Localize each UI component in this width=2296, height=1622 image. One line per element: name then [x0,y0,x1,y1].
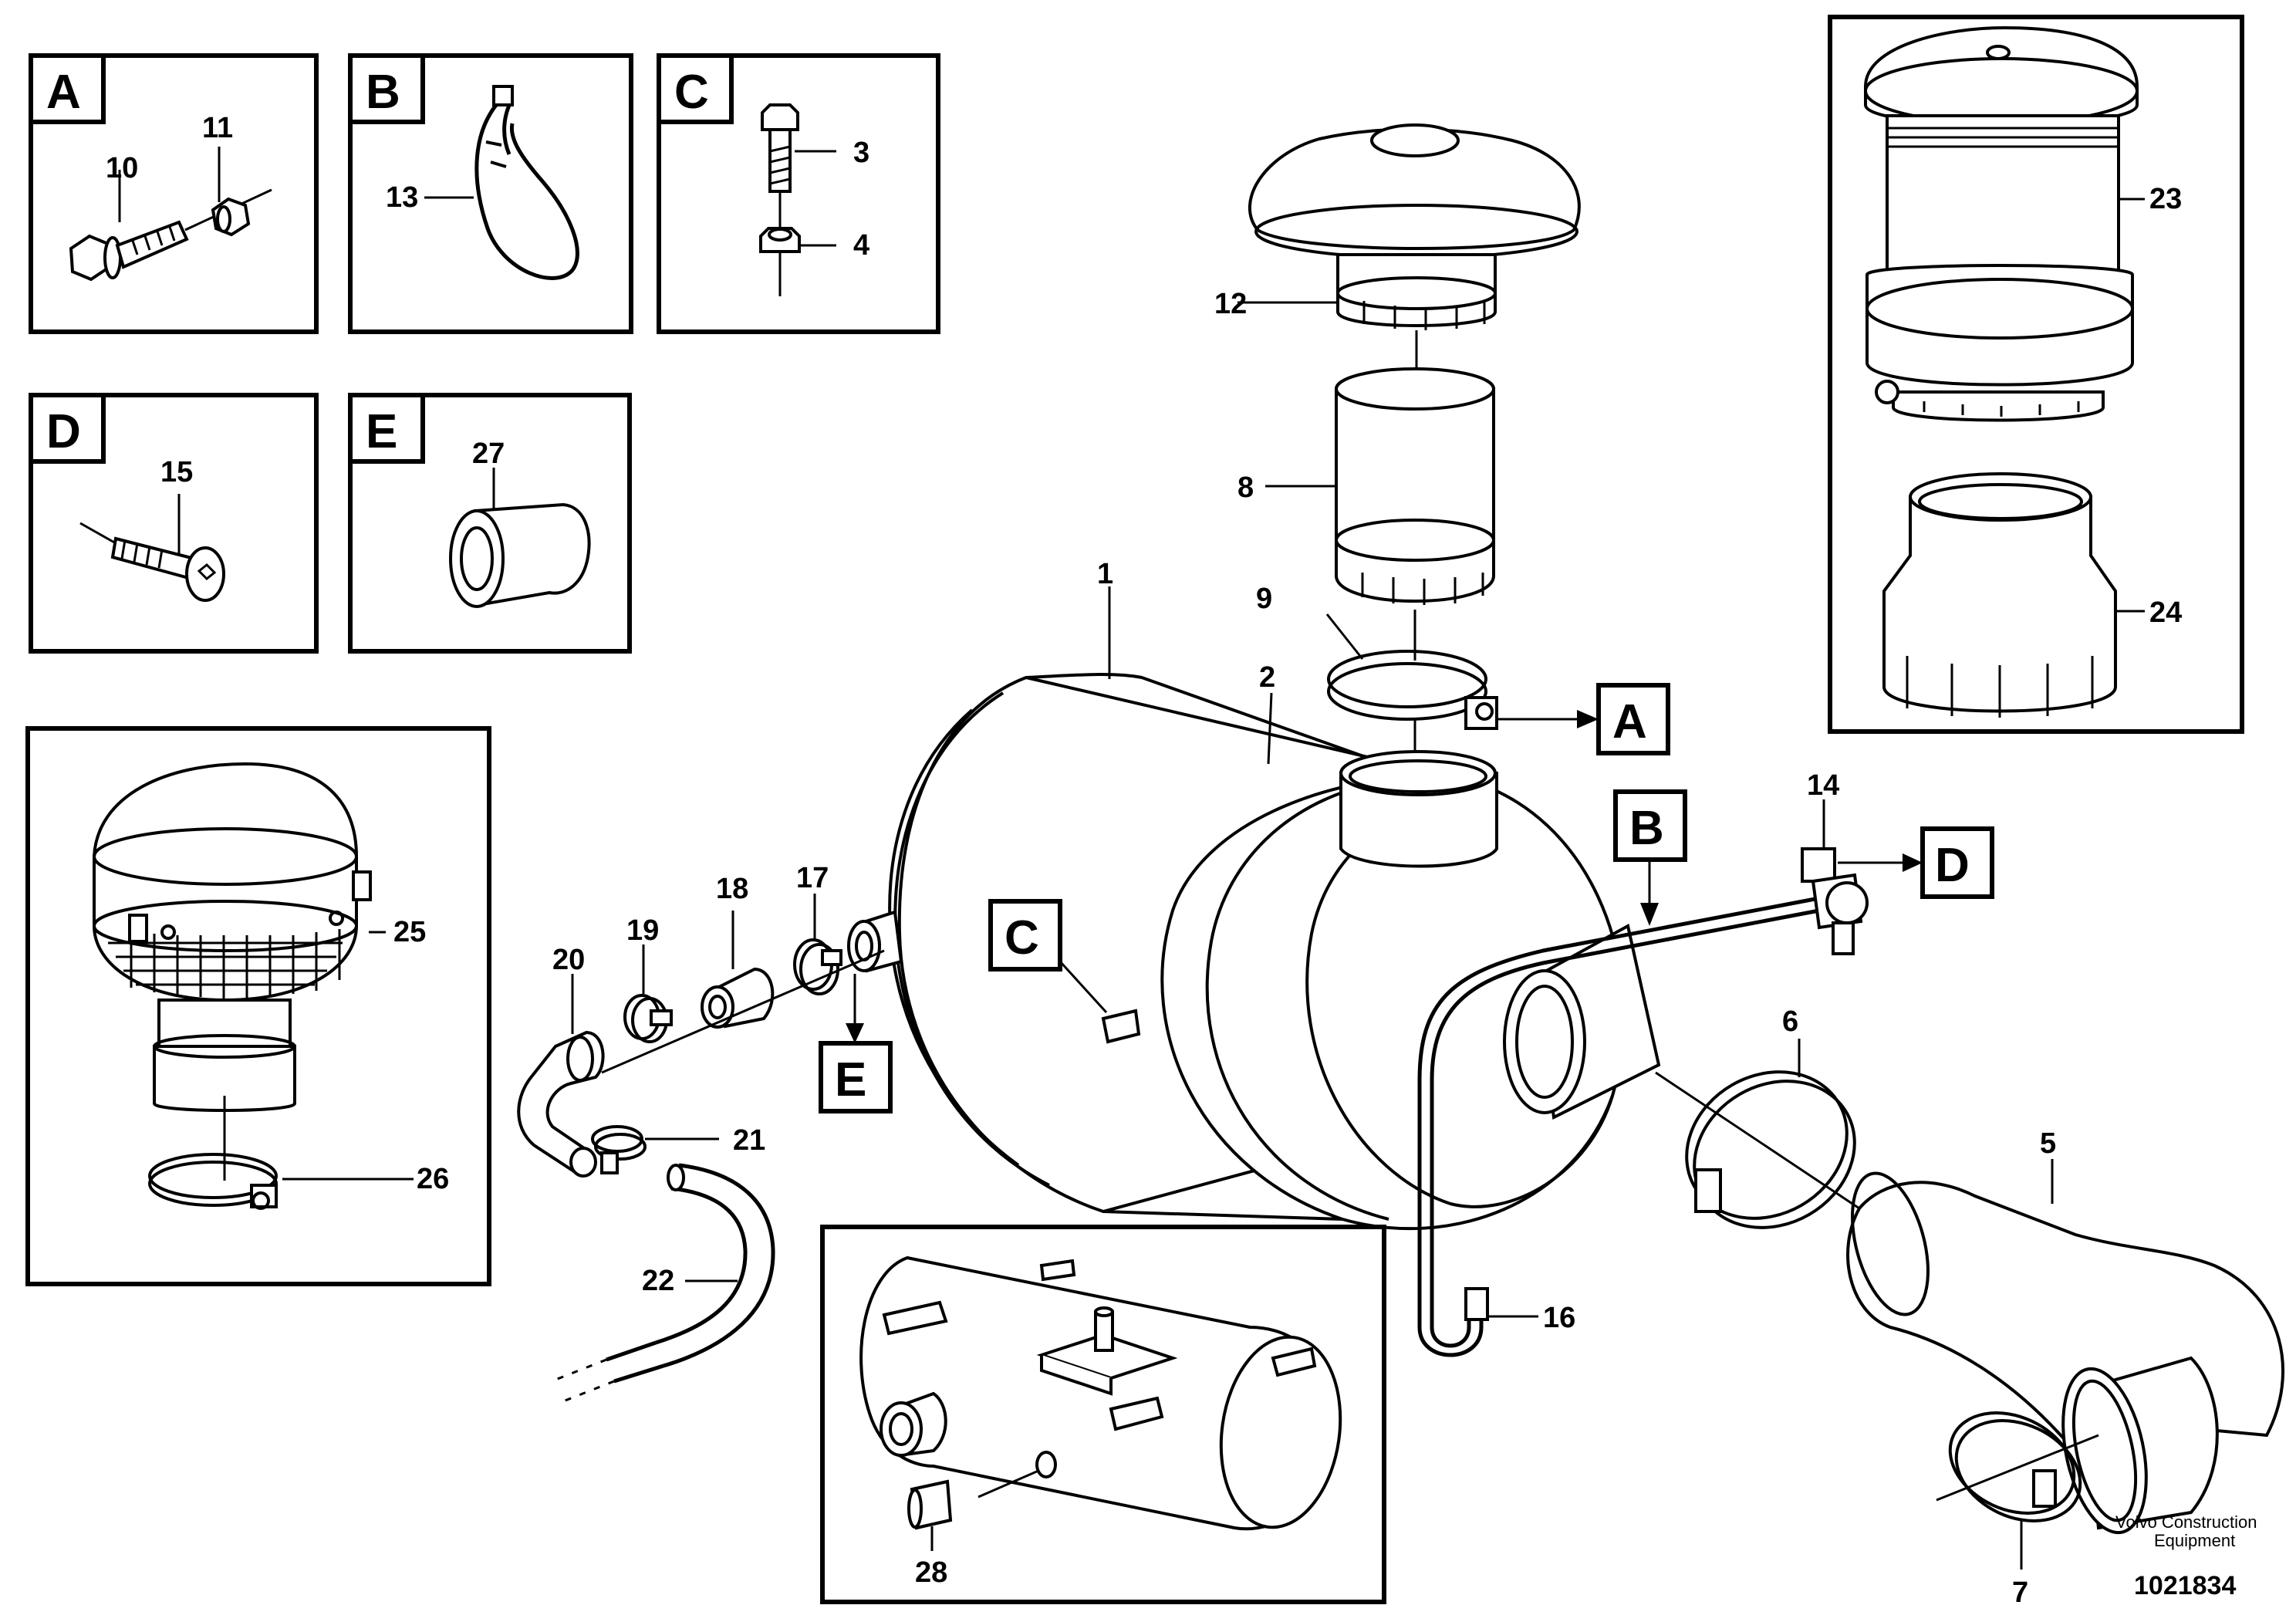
air-cleaner-housing-part [847,672,1661,1231]
callout-20: 20 [552,944,585,976]
callout-12: 12 [1214,288,1247,320]
callout-27: 27 [472,438,505,470]
detail-tag-e: E [366,405,397,458]
hex-bolt-part [761,103,799,193]
precleaner-detail-box: 25 26 [25,726,491,1286]
precleaner-cap-part [93,762,372,1002]
elbow-hose-part [1846,1171,2285,1535]
band-clamp-part [1327,650,1498,730]
prefilter-24-part [1882,472,2117,718]
hex-nut-part [211,197,251,237]
callout-18: 18 [716,873,748,905]
tag-a: A [1612,695,1647,748]
housing-variant-part [859,1255,1342,1531]
service-indicator-part [1801,847,1869,955]
brand-line-1: Volvo Construction [2115,1512,2257,1532]
tag-d: D [1935,839,1970,892]
mesh-pattern [108,929,343,999]
cable-tie-part [474,85,579,280]
callout-7: 7 [2012,1576,2028,1609]
detail-tag-d: D [46,405,81,458]
detail-box-e: E 27 [348,393,632,654]
drain-hose-22-part [555,1163,775,1403]
detail-tag-a: A [46,66,81,119]
elbow-20-part [517,1030,605,1178]
callout-15: 15 [160,456,193,488]
brand-line-2: Equipment [2154,1531,2235,1550]
callout-2: 2 [1259,661,1275,694]
callout-13: 13 [386,181,418,214]
tag-c: C [1004,911,1039,965]
cap-part [1248,123,1581,330]
sleeve-18-part [701,967,775,1029]
clamp-19-part [623,994,673,1043]
indicator-hose-part [1417,896,1820,1357]
tag-e: E [835,1053,866,1107]
callout-3: 3 [853,137,869,169]
detail-box-c: C 3 4 [657,53,940,334]
callout-10: 10 [106,152,138,184]
callout-25: 25 [393,916,426,948]
callout-4: 4 [853,229,869,262]
precleaner-neck-part [153,999,296,1112]
pipe-part [1335,367,1495,605]
detail-box-b: B 13 [348,53,633,334]
hose-clamp-6-part [1685,1070,1856,1229]
detail-tag-b: B [366,66,400,119]
hose-clamp-7-part [1948,1411,2082,1522]
callout-19: 19 [626,914,659,947]
detail-box-d: D 15 [29,393,319,654]
callout-17: 17 [796,862,829,894]
detail-box-a: A 10 11 [29,53,319,334]
screen-band [1887,127,2119,148]
callout-9: 9 [1256,583,1272,615]
callout-28: 28 [915,1556,947,1589]
callout-8: 8 [1237,471,1254,504]
prefilter-23-part [1864,25,2139,422]
sleeve-part [449,502,591,608]
detail-tag-c: C [674,66,709,119]
callout-16: 16 [1543,1302,1575,1334]
callout-21: 21 [733,1124,765,1157]
prefilter-detail-box: 23 24 [1828,15,2244,734]
nut-part [759,227,801,253]
callout-23: 23 [2149,183,2182,215]
callout-5: 5 [2040,1127,2056,1160]
callout-22: 22 [642,1265,674,1297]
callout-26: 26 [417,1163,449,1195]
clamp-21-part [591,1125,647,1174]
callout-6: 6 [1782,1005,1798,1038]
callout-14: 14 [1807,769,1839,802]
housing-variant-detail-box: 28 [820,1225,1386,1604]
flange-bolt-part [69,220,189,282]
callout-11: 11 [202,112,233,144]
clamp-17-part [793,938,842,995]
tag-b: B [1629,802,1664,855]
clamp-26-part [148,1153,278,1210]
callout-24: 24 [2149,596,2182,629]
drawing-number: 1021834 [2134,1571,2236,1600]
torx-screw-part [110,536,225,602]
callout-1: 1 [1097,558,1113,590]
